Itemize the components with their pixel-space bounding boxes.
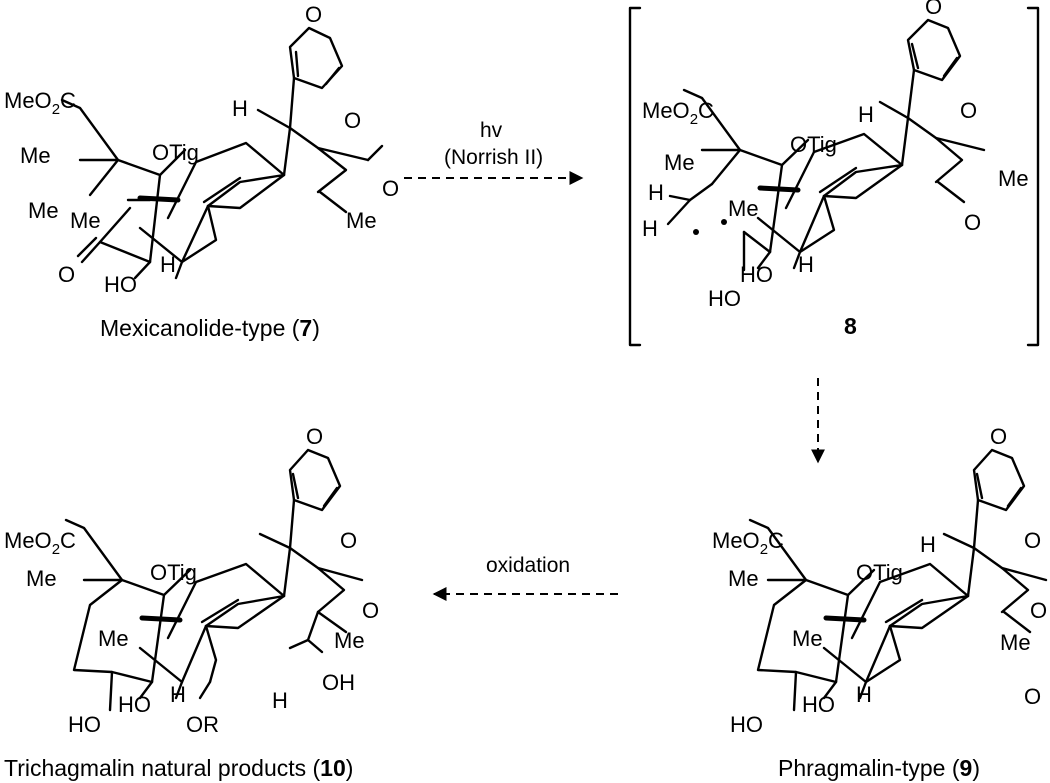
compound-9-structure <box>748 448 1048 712</box>
compound-7-label-lactone-o: O <box>344 108 361 133</box>
compound-7-label-me-2: Me <box>28 198 59 223</box>
compound-10-label-h-2: H <box>272 688 288 713</box>
compound-8-label-meo2c: MeO2C <box>642 98 714 128</box>
compound-10-label-me-2: Me <box>98 626 129 651</box>
compound-10-structure <box>64 448 364 712</box>
bracket-left <box>628 6 642 347</box>
compound-7-label-me-3: Me <box>70 208 101 233</box>
compound-7-label-me-4: Me <box>346 208 377 233</box>
compound-9-caption: Phragmalin-type (9) <box>778 755 980 781</box>
compound-9-label-otig: OTig <box>856 560 903 585</box>
compound-7-label-otig: OTig <box>152 140 199 165</box>
compound-10-label-lactone-o: O <box>340 528 357 553</box>
compound-9-label-ho-2: HO <box>802 692 835 717</box>
compound-7-structure <box>60 26 384 280</box>
compound-7-label-carbonyl-o: O <box>382 176 399 201</box>
compound-8-label-h-2: H <box>642 216 658 241</box>
compound-10-label-otig: OTig <box>150 560 197 585</box>
compound-9-label-meo2c: MeO2C <box>712 528 784 558</box>
compound-10-label-furan-o: O <box>306 424 323 449</box>
compound-9-label-ho-1: HO <box>730 712 763 737</box>
compound-8-number: 8 <box>844 313 857 339</box>
compound-9-label-lactone-o: O <box>1024 528 1041 553</box>
compound-8-label-h-4: H <box>858 102 874 127</box>
compound-8-label-me-3: O <box>964 210 981 235</box>
compound-8-label-h-1: H <box>648 180 664 205</box>
arrow-1-label-hv: hv <box>480 119 503 142</box>
compound-8-label-otig: OTig <box>790 132 837 157</box>
compound-8-label-carbonyl-o: Me <box>998 166 1029 191</box>
compound-10-label-h-1: H <box>170 682 186 707</box>
compound-7-label-ketone-o: O <box>58 262 75 287</box>
compound-8-label-me-2: Me <box>728 196 759 221</box>
compound-8-label-h-3: H <box>798 252 814 277</box>
compound-9-label-furan-o: O <box>990 424 1007 449</box>
furan-ring <box>288 26 344 90</box>
compound-7-label-meo2c: MeO2C <box>4 88 76 118</box>
compound-10-label-carbonyl-o: O <box>362 598 379 623</box>
compound-10-label-or: OR <box>186 712 219 737</box>
compound-10-label-me-3: Me <box>334 628 365 653</box>
compound-8-label-lactone-o: O <box>960 98 977 123</box>
bracket-right <box>1026 6 1040 347</box>
compound-9-label-me-2: Me <box>792 626 823 651</box>
compound-9-label-extra-o: O <box>1024 684 1041 709</box>
compound-7-label-h-2: H <box>232 96 248 121</box>
compound-8-label-me-1: Me <box>664 150 695 175</box>
compound-7-label-me-1: Me <box>20 143 51 168</box>
compound-8-structure <box>666 18 986 272</box>
compound-9-label-me-1: Me <box>728 566 759 591</box>
compound-9-label-me-3: Me <box>1000 630 1031 655</box>
compound-8-label-furan-o: O <box>925 0 942 19</box>
arrow-3-label-oxidation: oxidation <box>486 554 570 577</box>
arrow-1-label-norrish: (Norrish II) <box>444 146 543 169</box>
compound-10-label-meo2c: MeO2C <box>4 528 76 558</box>
compound-9-label-carbonyl-o: O <box>1030 598 1047 623</box>
compound-9-label-h-1: H <box>856 682 872 707</box>
compound-8-label-ho-2: HO <box>740 262 773 287</box>
compound-10-caption: Trichagmalin natural products (10) <box>4 755 353 781</box>
compound-10-label-ho-2: HO <box>118 692 151 717</box>
compound-10-label-oh: OH <box>322 670 355 695</box>
compound-7-label-furan-o: O <box>305 2 322 27</box>
compound-8-label-ho-1: HO <box>708 286 741 311</box>
compound-10-label-ho-1: HO <box>68 712 101 737</box>
compound-7-label-ho: HO <box>104 272 137 297</box>
compound-10-label-me-1: Me <box>26 566 57 591</box>
compound-7-caption: Mexicanolide-type (7) <box>100 315 320 341</box>
compound-9-label-h-2: H <box>920 532 936 557</box>
compound-7-label-h-1: H <box>160 252 176 277</box>
